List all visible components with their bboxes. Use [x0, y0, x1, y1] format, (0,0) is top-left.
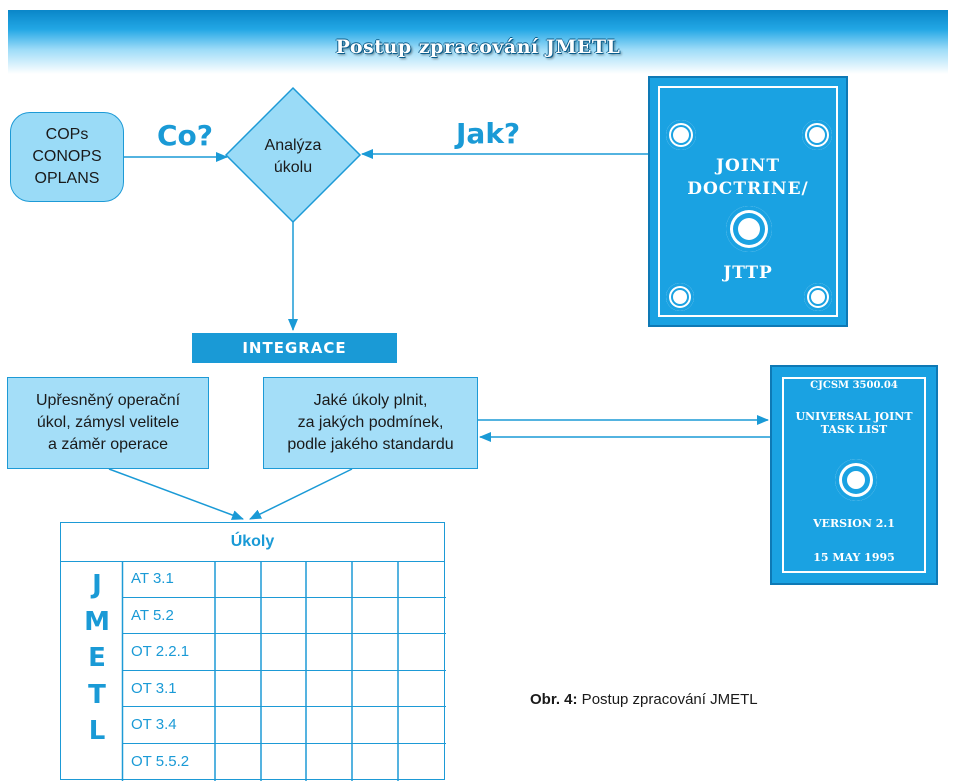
task-code: OT 3.4 [131, 716, 177, 733]
side-letter: L [88, 716, 106, 746]
task-code: OT 5.5.2 [131, 752, 190, 770]
caption-prefix: Obr. 4: [530, 691, 578, 708]
analysis-line: Analýza [264, 137, 322, 154]
analysis-label: Analýza úkolu [243, 135, 343, 179]
box-line: úkol, zámysl velitele [36, 414, 180, 431]
side-letter: E [88, 643, 106, 673]
table-row: OT 2.2.1 [123, 634, 446, 671]
figure-caption: Obr. 4: Postup zpracování JMETL [530, 691, 758, 708]
book-line: 15 MAY 1995 [813, 551, 895, 564]
task-code: OT 2.2.1 [131, 643, 190, 660]
side-letter: J [92, 570, 102, 600]
seal-icon [666, 283, 694, 311]
seal-icon [802, 120, 832, 150]
table-row: OT 5.5.2 [123, 744, 446, 781]
arrow-right-box-to-table [249, 468, 353, 520]
title-banner: Postup zpracování JMETL [8, 10, 948, 74]
side-letter: T [88, 679, 106, 710]
table-row: AT 3.1 [123, 561, 446, 598]
caption-text: Postup zpracování JMETL [577, 691, 758, 708]
integration-label: INTEGRACE [242, 339, 347, 357]
side-letter: M [84, 606, 110, 637]
jmetl-side-label: J M E T L [81, 567, 113, 750]
box-line: Jaké úkoly plnit, [313, 392, 428, 409]
box-line: podle jakého standardu [287, 436, 454, 453]
table-header: Úkoly [61, 523, 444, 562]
book-line: TASK LIST [820, 423, 888, 436]
label-how: Jak? [456, 117, 521, 150]
operational-task-box: Upřesněný operační úkol, zámysl velitele… [7, 377, 209, 469]
table-row: OT 3.1 [123, 671, 446, 707]
integration-bar: INTEGRACE [192, 333, 397, 363]
joint-doctrine-book: JOINT DOCTRINE/ JTTP [648, 76, 848, 327]
arrow-left-box-to-table [108, 468, 244, 520]
table-grid [121, 561, 399, 781]
book-line: VERSION 2.1 [813, 517, 895, 530]
source-line: CONOPS [32, 148, 102, 165]
task-code: AT 5.2 [131, 606, 174, 624]
source-line: COPs [45, 126, 89, 143]
book-frame [782, 377, 926, 573]
box-line: Upřesněný operační [35, 392, 181, 409]
box-line: a záměr operace [47, 436, 169, 453]
book-line: CJCSM 3500.04 [810, 380, 898, 391]
task-questions-box: Jaké úkoly plnit, za jakých podmínek, po… [263, 377, 478, 469]
emblem-icon [726, 206, 772, 252]
book-line: JOINT [716, 156, 780, 176]
jmetl-table: Úkoly J M E T L AT 3.1 AT 5.2 OT 2.2.1 O… [60, 522, 446, 781]
source-line: OPLANS [34, 170, 100, 187]
seal-icon [804, 283, 832, 311]
book-frame [658, 86, 838, 317]
seal-icon [666, 120, 696, 150]
analysis-line: úkolu [273, 159, 313, 176]
task-code: AT 3.1 [131, 570, 174, 587]
banner-title: Postup zpracování JMETL [335, 36, 621, 58]
source-documents-box: COPs CONOPS OPLANS [10, 112, 124, 202]
ujtl-book: CJCSM 3500.04 UNIVERSAL JOINT TASK LIST … [770, 365, 938, 585]
table-row: AT 5.2 [123, 598, 446, 634]
task-code: OT 3.1 [131, 679, 177, 697]
emblem-icon [835, 459, 877, 501]
book-line: DOCTRINE/ [687, 179, 809, 199]
box-line: za jakých podmínek, [297, 414, 444, 431]
table-row: OT 3.4 [123, 707, 446, 744]
book-line: UNIVERSAL JOINT [795, 410, 913, 423]
label-what: Co? [157, 119, 214, 152]
book-line: JTTP [723, 263, 773, 283]
